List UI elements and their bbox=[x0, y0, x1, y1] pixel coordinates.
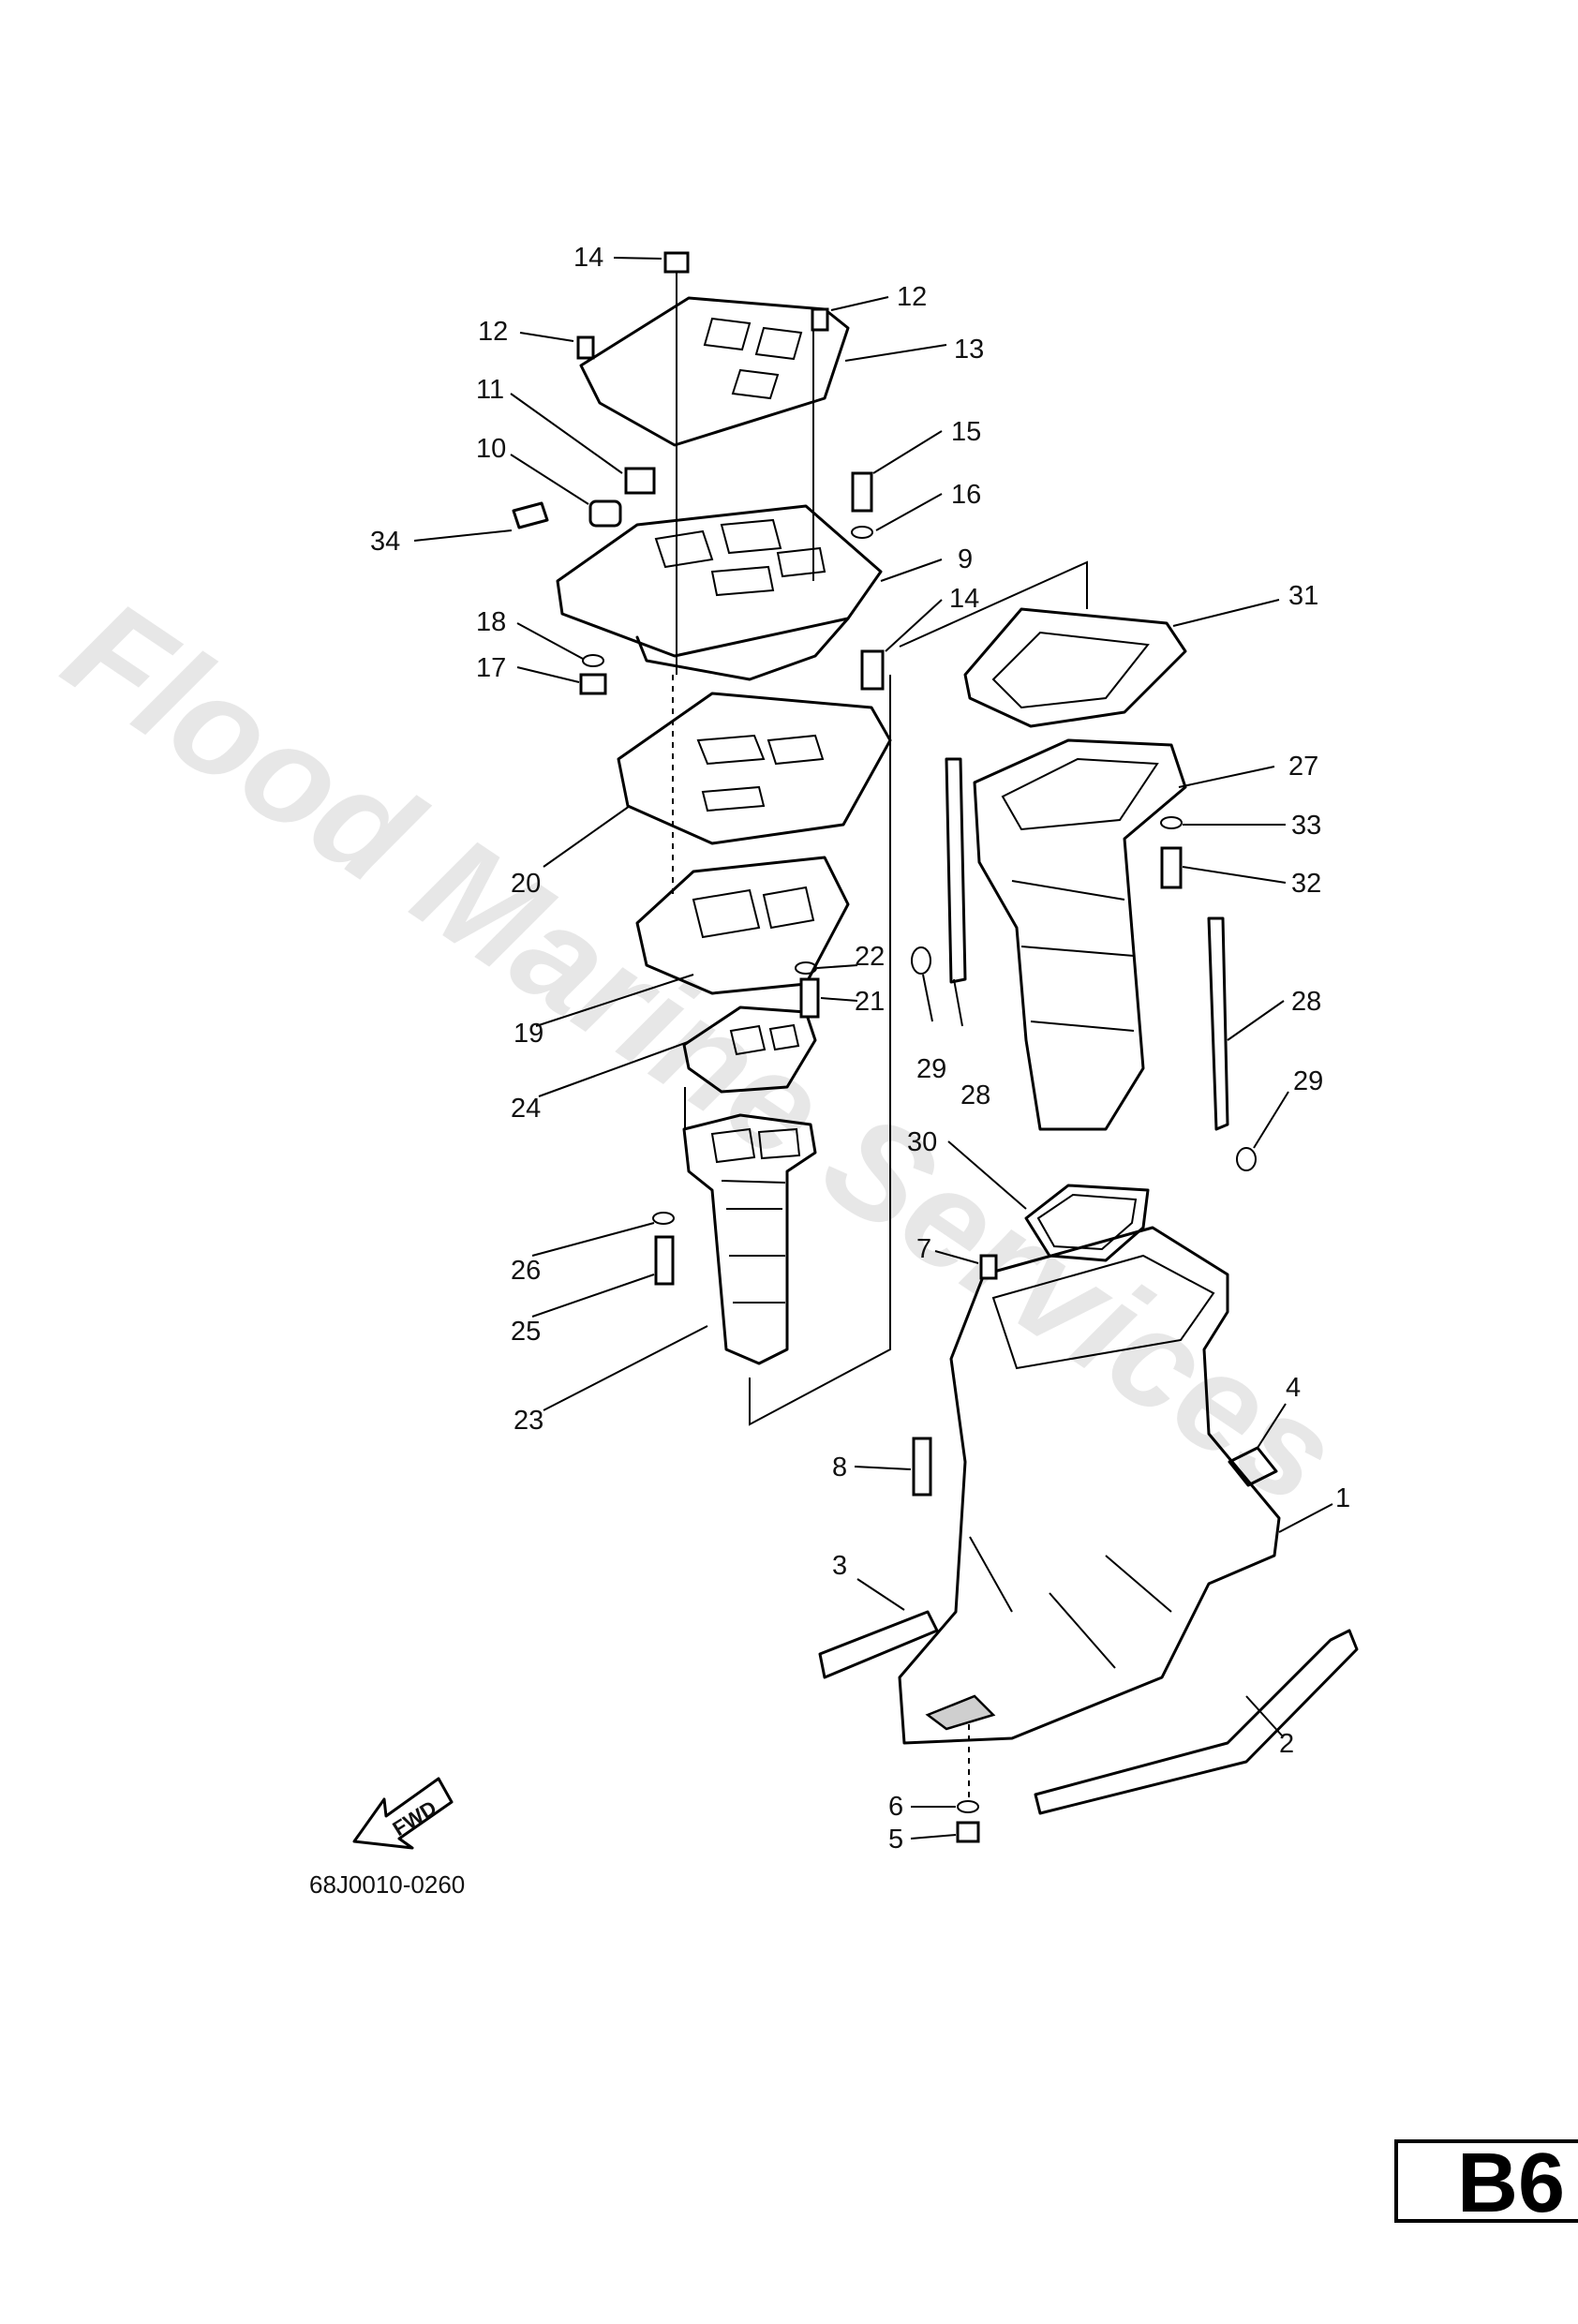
callout-23: 23 bbox=[514, 1406, 543, 1436]
rubber-strip-3 bbox=[818, 1610, 939, 1679]
callout-16: 16 bbox=[951, 480, 981, 510]
callout-27: 27 bbox=[1288, 752, 1318, 782]
watermark: Flood Marine Services bbox=[39, 569, 1364, 1534]
callout-17: 17 bbox=[476, 653, 506, 683]
callout-19: 19 bbox=[514, 1019, 543, 1049]
muffler-27 bbox=[973, 738, 1187, 1131]
drawing-code: 68J0010-0260 bbox=[309, 1870, 465, 1899]
rubber-strip-2 bbox=[1034, 1629, 1359, 1815]
page-label: B6 bbox=[1457, 2137, 1565, 2230]
callout-28: 28 bbox=[960, 1080, 990, 1110]
callout-4: 4 bbox=[1286, 1373, 1301, 1403]
callout-29: 29 bbox=[916, 1054, 946, 1084]
exhaust-manifold-23 bbox=[682, 1113, 817, 1365]
callout-25: 25 bbox=[511, 1317, 541, 1347]
callout-28: 28 bbox=[1291, 987, 1321, 1017]
gasket-20 bbox=[617, 692, 892, 845]
callout-14: 14 bbox=[949, 584, 979, 614]
callout-32: 32 bbox=[1291, 869, 1321, 899]
fwd-arrow-icon: FWD bbox=[352, 1777, 454, 1850]
callout-2: 2 bbox=[1279, 1729, 1294, 1759]
callout-12: 12 bbox=[478, 317, 508, 347]
callout-9: 9 bbox=[958, 544, 973, 574]
callout-15: 15 bbox=[951, 417, 981, 447]
fwd-label: FWD bbox=[389, 1795, 441, 1840]
assembly-lines bbox=[672, 272, 1088, 1799]
callout-26: 26 bbox=[511, 1256, 541, 1286]
callout-18: 18 bbox=[476, 607, 506, 637]
gasket-24 bbox=[682, 1006, 817, 1094]
callout-7: 7 bbox=[916, 1234, 931, 1264]
callout-31: 31 bbox=[1288, 581, 1318, 611]
upper-casing-1 bbox=[898, 1226, 1281, 1745]
callout-29: 29 bbox=[1293, 1066, 1323, 1096]
callout-5: 5 bbox=[888, 1825, 903, 1855]
fasteners bbox=[512, 251, 1278, 1843]
callout-8: 8 bbox=[832, 1452, 847, 1482]
callout-11: 11 bbox=[476, 375, 504, 405]
page-label-box: B6 bbox=[1394, 2137, 1578, 2230]
callout-10: 10 bbox=[476, 434, 506, 464]
callout-labels: 14 12 12 13 11 10 34 15 16 9 14 18 17 20… bbox=[370, 243, 1350, 1855]
gasket-31 bbox=[963, 607, 1187, 728]
callout-33: 33 bbox=[1291, 811, 1321, 841]
rubber-seal-right-28 bbox=[1207, 916, 1229, 1131]
callout-34: 34 bbox=[370, 527, 400, 557]
callout-30: 30 bbox=[907, 1127, 937, 1157]
exhaust-guide-9 bbox=[556, 504, 883, 681]
callout-21: 21 bbox=[855, 987, 885, 1017]
callout-14: 14 bbox=[573, 243, 603, 273]
callout-12: 12 bbox=[897, 282, 927, 312]
rubber-seal-left-28 bbox=[945, 757, 967, 984]
gasket-13 bbox=[579, 296, 850, 447]
callout-6: 6 bbox=[888, 1792, 903, 1822]
callout-3: 3 bbox=[832, 1551, 847, 1581]
callout-1: 1 bbox=[1335, 1483, 1350, 1513]
callout-20: 20 bbox=[511, 869, 541, 899]
callout-13: 13 bbox=[954, 335, 984, 365]
leader-lines bbox=[413, 257, 1333, 1840]
callout-22: 22 bbox=[855, 942, 885, 972]
callout-24: 24 bbox=[511, 1094, 541, 1124]
exhaust-plate-19 bbox=[635, 856, 850, 995]
